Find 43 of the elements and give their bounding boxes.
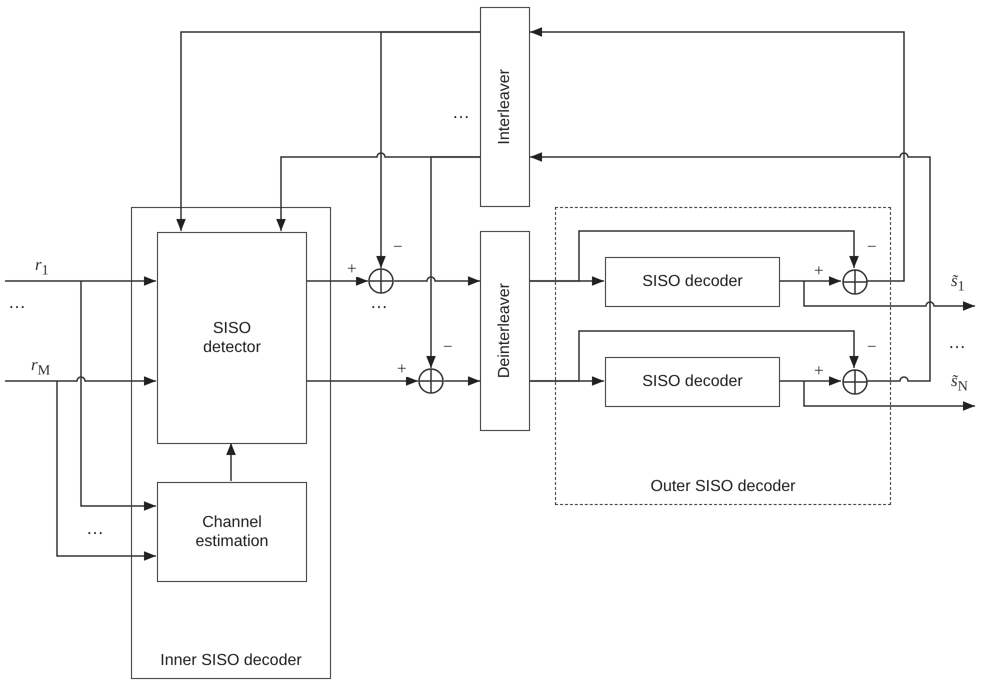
arrow — [803, 381, 975, 411]
deinterleaver-block — [480, 231, 530, 431]
block-label: SISO detector — [202, 318, 262, 358]
block-label: Channel estimation — [194, 512, 270, 552]
block-label: Inner SISO decoder — [160, 650, 302, 670]
summing-junction — [842, 369, 868, 395]
interleaver-block — [480, 7, 530, 207]
detector-block — [157, 232, 307, 444]
arrow — [530, 330, 859, 382]
summing-junction — [418, 368, 444, 394]
block-label: Deinterleaver — [495, 283, 514, 379]
arrow — [803, 281, 975, 311]
block-label: Outer SISO decoder — [650, 476, 796, 496]
arrow — [306, 276, 368, 286]
arrow — [5, 376, 156, 386]
arrow — [426, 156, 480, 368]
ellipsis-label: … — [948, 333, 966, 351]
arrow — [779, 376, 841, 386]
arrow — [394, 276, 480, 286]
block-label: Interleaver — [495, 69, 514, 145]
arrow — [56, 381, 156, 561]
arrow — [306, 376, 418, 386]
estimation-block — [157, 482, 307, 582]
subsystem-box — [131, 207, 331, 679]
arrow — [5, 276, 156, 286]
ellipsis-label: … — [8, 293, 26, 311]
ellipsis-label: … — [86, 519, 104, 537]
block-label: SISO decoder — [642, 272, 743, 292]
ellipsis-label: … — [370, 293, 388, 311]
ellipsis-label: … — [452, 103, 470, 121]
summing-junction — [368, 268, 394, 294]
arrow — [530, 152, 931, 382]
decoder-block — [605, 357, 780, 407]
arrow — [530, 230, 859, 282]
arrow — [376, 31, 480, 268]
arrow — [444, 376, 480, 386]
decoder-block — [605, 257, 780, 307]
arrow — [530, 27, 905, 282]
arrow — [80, 281, 156, 511]
summing-junction — [842, 269, 868, 295]
arrow — [779, 276, 841, 286]
arrow — [226, 443, 236, 481]
block-label: SISO decoder — [642, 372, 743, 392]
